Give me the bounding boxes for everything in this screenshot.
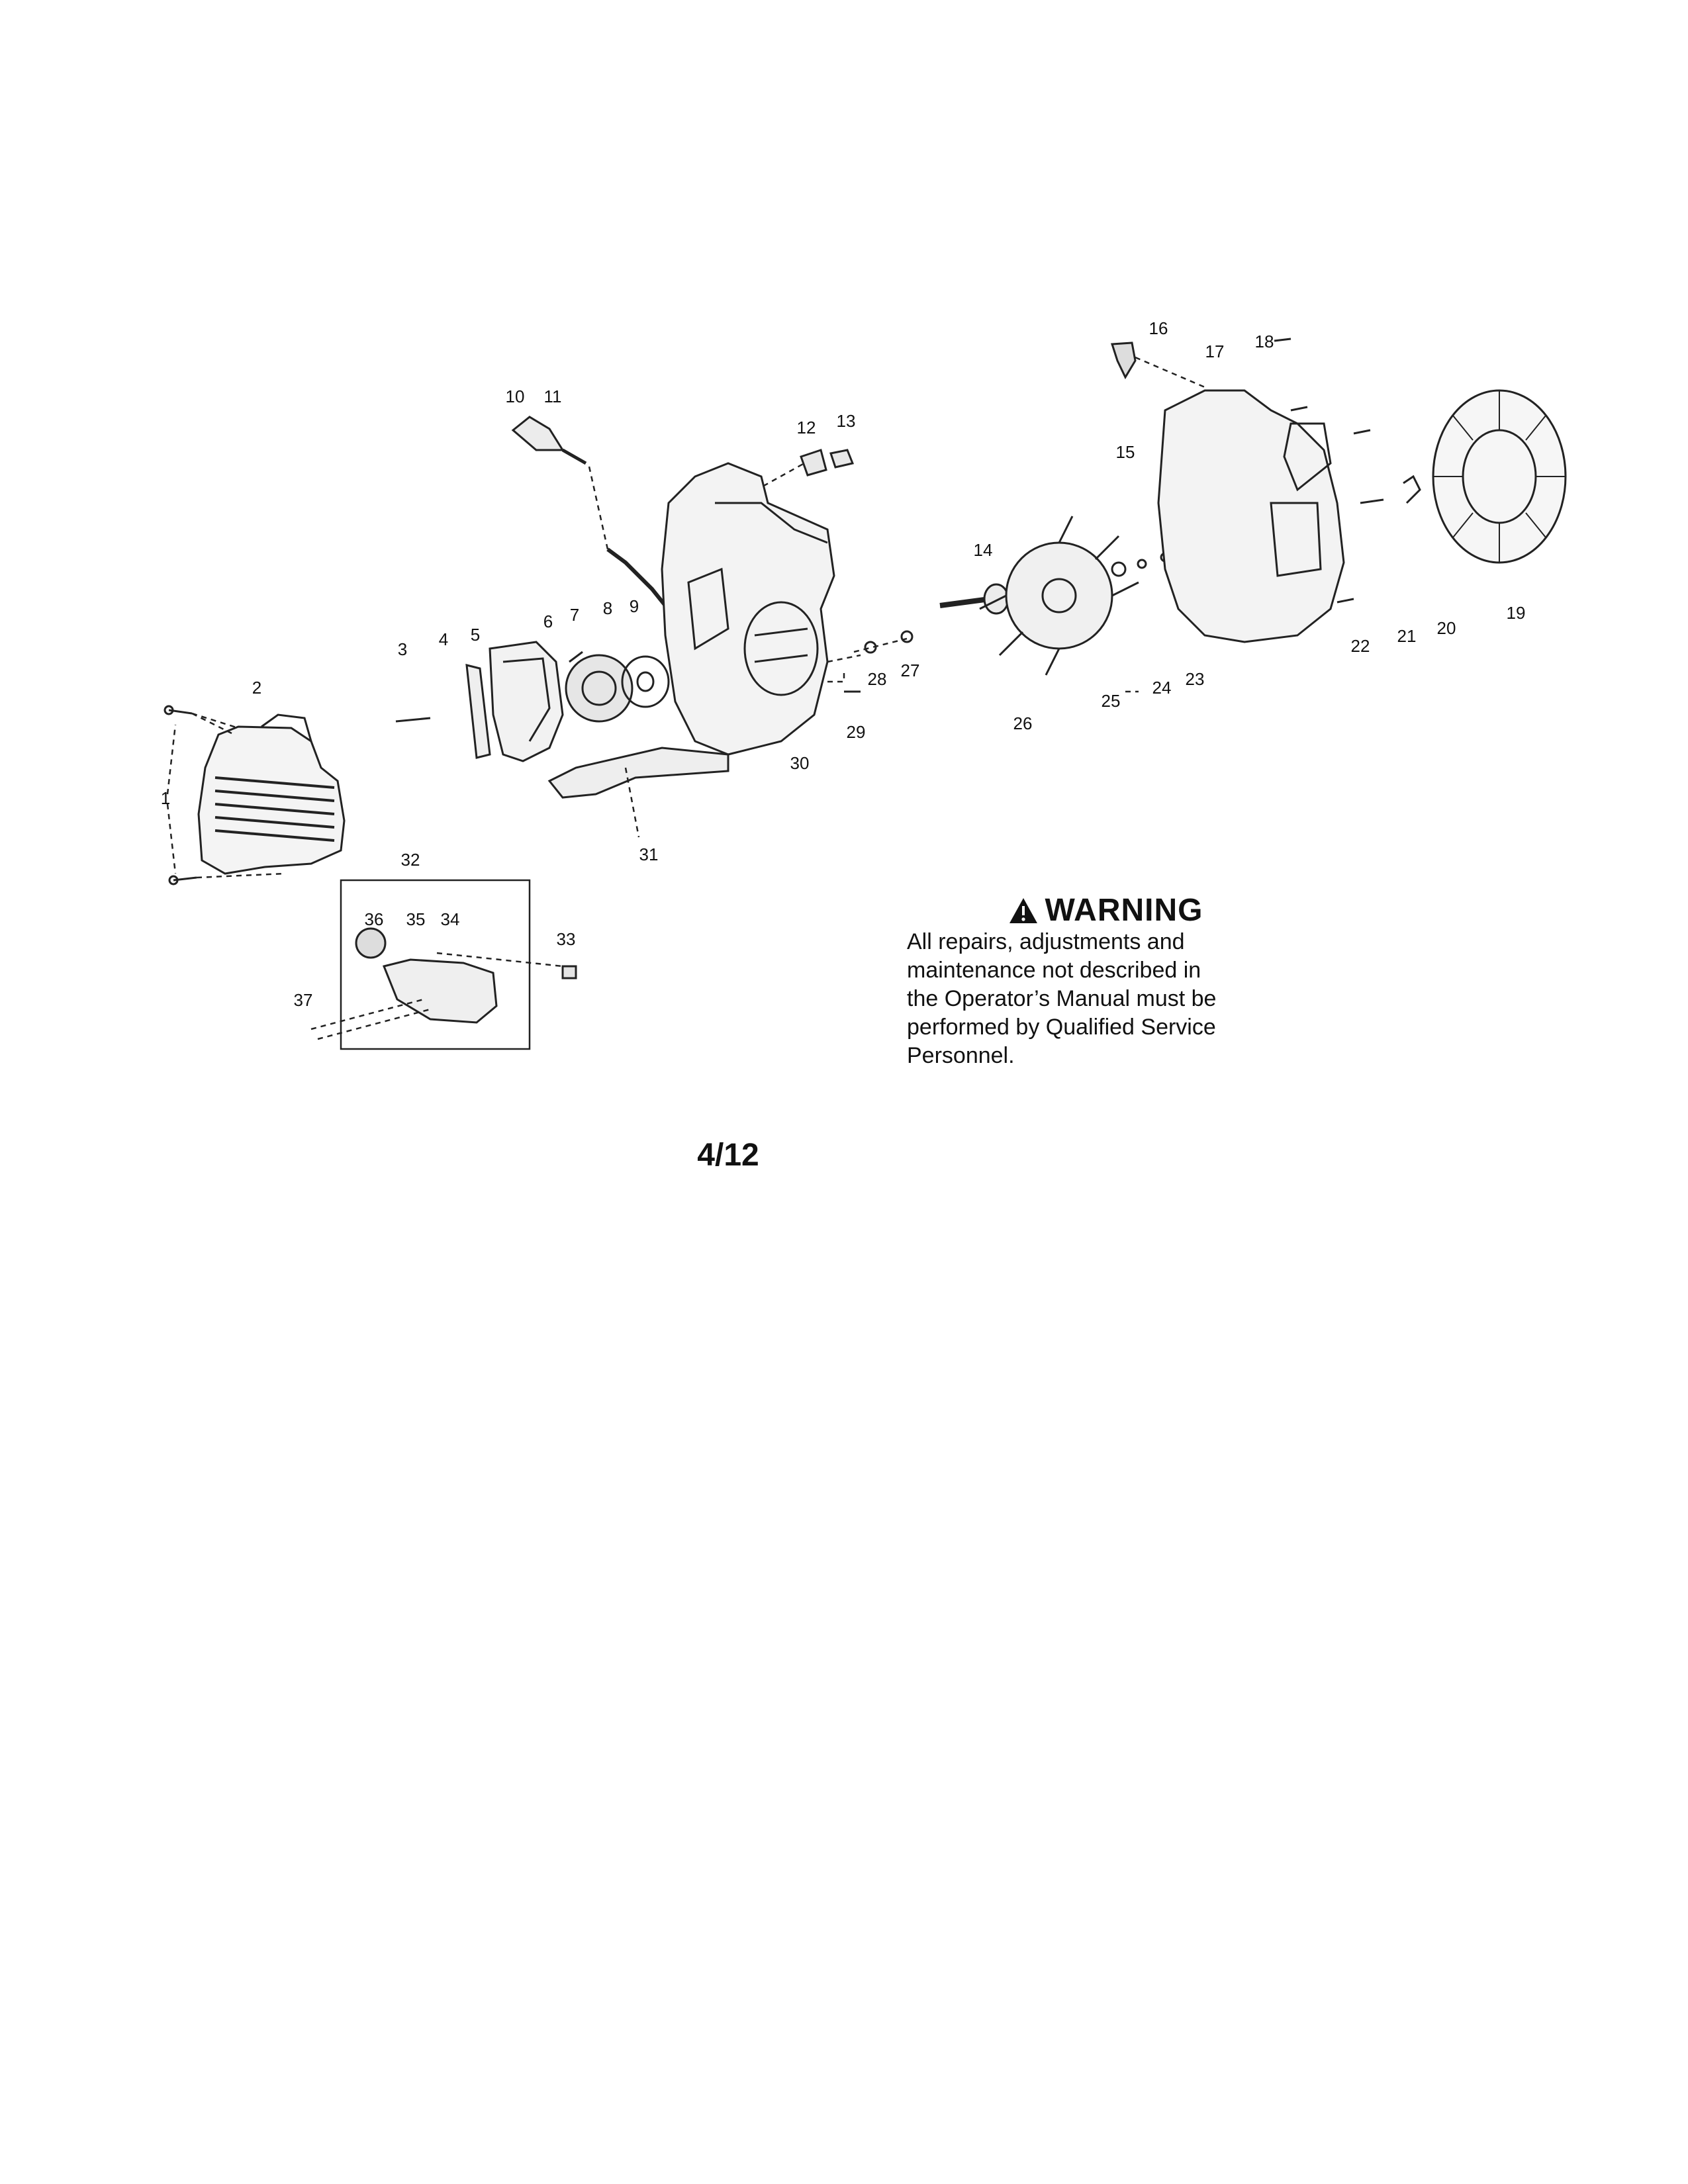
screw-part: [1290, 406, 1308, 412]
callout-label: 4: [439, 629, 448, 649]
callout-label: 37: [294, 990, 313, 1010]
callout-label: 24: [1152, 678, 1172, 698]
throttle-handle-part: [355, 927, 498, 1024]
handle-part: [547, 747, 729, 799]
bushing-part: [829, 449, 855, 469]
washer-part: [864, 641, 877, 654]
callout-label: 13: [837, 411, 856, 431]
callout-label: 23: [1186, 669, 1205, 689]
washer-part: [1111, 561, 1127, 577]
callout-label: 20: [1437, 618, 1456, 638]
callout-label: 30: [790, 753, 810, 773]
callout-label: 12: [797, 418, 816, 437]
callout-label: 33: [557, 929, 576, 949]
callout-label: 26: [1013, 713, 1033, 733]
clip-part: [1110, 341, 1137, 380]
blower-housing-part: [1157, 389, 1345, 643]
washer-part: [983, 583, 1009, 615]
carburetor-part: [565, 651, 633, 723]
screw-part: [164, 705, 197, 886]
callout-label: 25: [1102, 691, 1121, 711]
callout-label: 9: [630, 596, 639, 616]
callout-label: 35: [406, 909, 426, 929]
warning-text-line: maintenance not described in: [907, 958, 1201, 983]
screw-part: [395, 717, 431, 723]
warning-text-line: the Operator’s Manual must be: [907, 986, 1217, 1011]
callout-label: 21: [1397, 626, 1417, 646]
callout-label: 11: [544, 387, 562, 406]
callout-label: 6: [543, 612, 553, 631]
air-filter-part: [465, 664, 491, 759]
impeller-part: [979, 516, 1139, 676]
callout-label: 27: [901, 660, 920, 680]
fuel-line-part: [606, 547, 667, 607]
callout-label: 22: [1351, 636, 1370, 656]
callout-label: 34: [441, 909, 460, 929]
warning-heading-row: WARNING: [907, 893, 1304, 928]
warning-text-line: performed by Qualified Service: [907, 1015, 1216, 1040]
warning-triangle-icon: [1009, 898, 1037, 923]
callout-label: 19: [1507, 603, 1526, 623]
callout-label: 17: [1205, 341, 1225, 361]
leader-lines: [1135, 356, 1205, 388]
callout-label: 31: [639, 844, 659, 864]
shaft-part: [939, 596, 990, 608]
warning-notice: WARNING All repairs, adjustments and mai…: [907, 893, 1304, 1070]
leader-lines: [310, 952, 563, 1040]
warning-text-line: All repairs, adjustments and: [907, 929, 1185, 954]
screw-part: [1336, 598, 1354, 604]
warning-heading: WARNING: [1045, 893, 1203, 928]
callout-label: 18: [1255, 332, 1274, 351]
page-number: 4/12: [697, 1138, 759, 1173]
bushing-part: [561, 965, 577, 979]
screw-part: [1360, 498, 1384, 504]
callout-label: 2: [252, 678, 261, 698]
screw-part: [1274, 338, 1291, 342]
callout-label: 7: [570, 605, 579, 625]
gasket-part: [621, 655, 670, 708]
callout-label: 10: [506, 387, 525, 406]
callout-label: 16: [1149, 318, 1168, 338]
callout-label: 32: [401, 850, 420, 870]
callout-label: 36: [365, 909, 384, 929]
leader-lines: [166, 690, 1139, 879]
callout-label: 28: [868, 669, 887, 689]
callout-label: 3: [398, 639, 407, 659]
callout-label: 14: [974, 540, 993, 560]
callout-label: 5: [471, 625, 480, 645]
warning-text-line: Personnel.: [907, 1043, 1015, 1068]
primer-bulb-part: [511, 416, 587, 465]
callout-label: 15: [1116, 442, 1135, 462]
air-filter-cover-part: [489, 641, 564, 762]
nut-part: [900, 630, 914, 643]
leader-lines: [624, 637, 908, 838]
spring-part: [1403, 475, 1421, 504]
bushing-part: [800, 449, 827, 477]
nut-part: [1137, 559, 1147, 569]
throttle-assembly-inset: [340, 879, 531, 1050]
callout-label: 8: [603, 598, 612, 618]
screw-part: [1353, 429, 1371, 435]
callout-label: 29: [847, 722, 866, 742]
intake-screen-part: [1432, 389, 1567, 564]
engine-cover-part: [197, 713, 346, 875]
callout-label: 1: [161, 788, 170, 808]
engine-housing-part: [661, 462, 835, 756]
